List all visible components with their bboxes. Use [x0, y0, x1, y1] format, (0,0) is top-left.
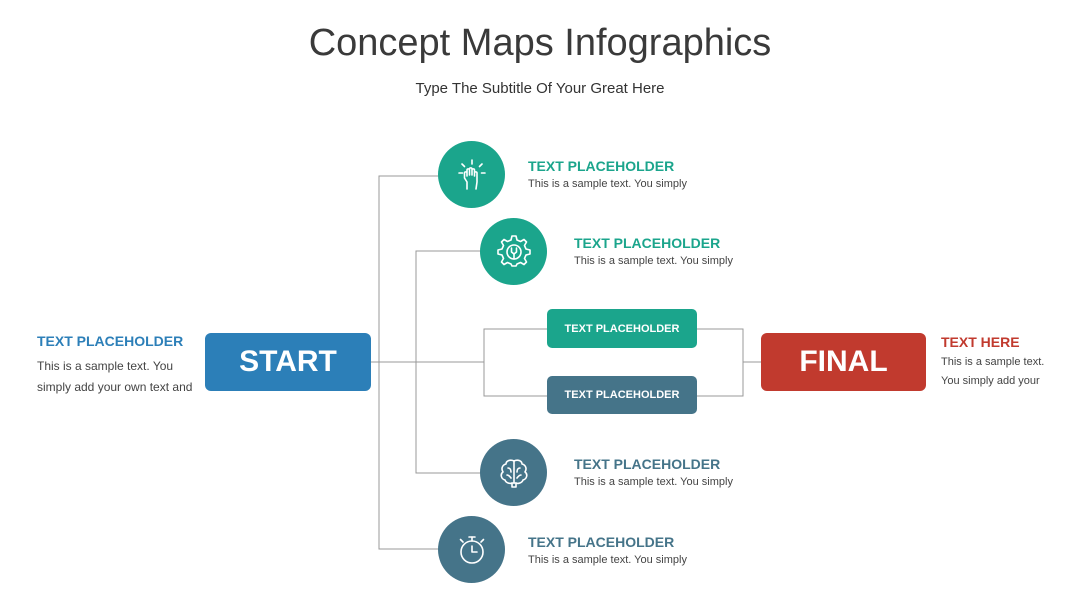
branch-1-text: This is a sample text. You simply — [528, 178, 687, 190]
branch-3-text: This is a sample text. You simply — [574, 476, 733, 488]
right-text-line-1: This is a sample text. — [941, 356, 1045, 368]
left-heading: TEXT PLACEHOLDER — [37, 333, 184, 349]
middle-bracket — [483, 328, 547, 397]
branch-2-heading: TEXT PLACEHOLDER — [574, 235, 721, 251]
branch-3-heading: TEXT PLACEHOLDER — [574, 456, 721, 472]
branch-4-text: This is a sample text. You simply — [528, 554, 687, 566]
inner-bracket — [415, 250, 482, 474]
branch-1-heading: TEXT PLACEHOLDER — [528, 158, 675, 174]
right-text-line-2: You simply add your — [941, 375, 1040, 387]
branch-3-circle — [480, 439, 547, 506]
start-box: START — [205, 333, 371, 391]
page-title: Concept Maps Infographics — [308, 22, 772, 64]
brain-icon — [499, 458, 528, 488]
idea-hand-icon — [457, 158, 486, 190]
final-box: FINAL — [761, 333, 926, 391]
middle-box-bottom: TEXT PLACEHOLDER — [547, 376, 697, 414]
page-subtitle: Type The Subtitle Of Your Great Here — [415, 80, 665, 97]
right-bracket — [697, 328, 744, 397]
branch-2-text: This is a sample text. You simply — [574, 255, 733, 267]
branch-1-circle — [438, 141, 505, 208]
stopwatch-icon — [459, 535, 484, 564]
outer-bracket — [378, 175, 440, 550]
left-text-line-2: simply add your own text and — [37, 380, 193, 394]
left-text-line-1: This is a sample text. You — [37, 359, 174, 373]
right-heading: TEXT HERE — [941, 334, 1020, 350]
branch-4-heading: TEXT PLACEHOLDER — [528, 534, 675, 550]
branch-4-circle — [438, 516, 505, 583]
middle-box-top: TEXT PLACEHOLDER — [547, 309, 697, 348]
branch-2-circle — [480, 218, 547, 285]
gear-wrench-icon — [496, 234, 531, 267]
